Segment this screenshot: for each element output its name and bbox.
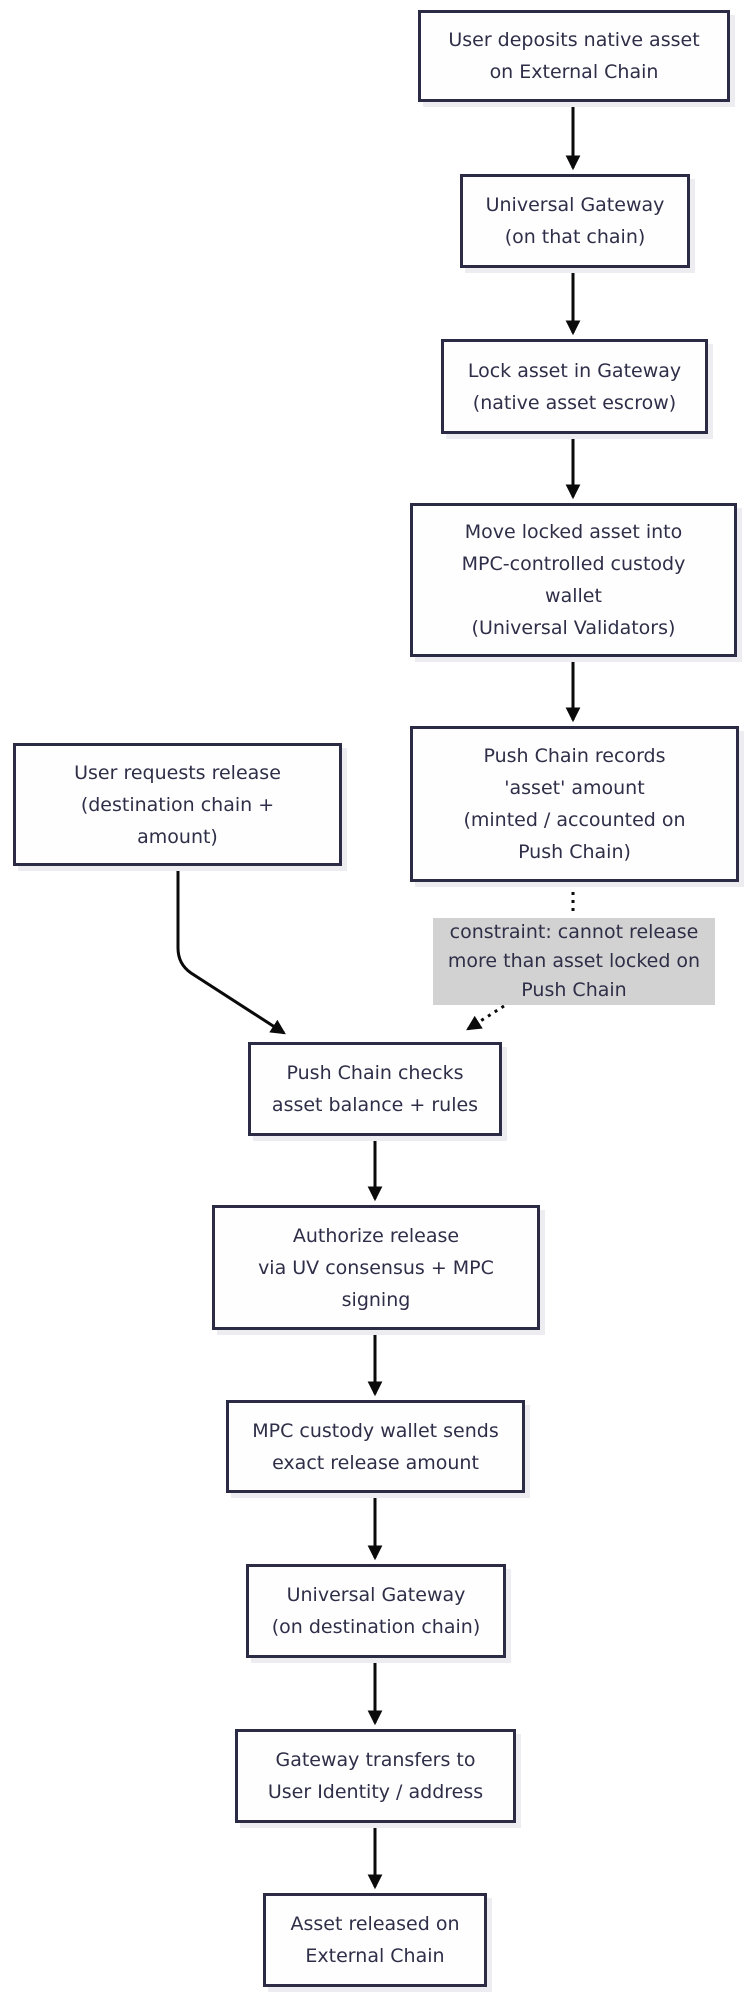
dotted-arrow-constraint-to-checks [466, 1004, 505, 1031]
flow-node-user-requests: User requests release (destination chain… [13, 743, 342, 866]
flow-node-authorize: Authorize release via UV consensus + MPC… [212, 1205, 540, 1330]
flow-node-gateway-source: Universal Gateway (on that chain) [460, 174, 690, 268]
flow-node-gateway-transfers: Gateway transfers to User Identity / add… [235, 1729, 516, 1823]
arrow-request-to-checks [176, 868, 286, 1035]
flow-node-lock-asset: Lock asset in Gateway (native asset escr… [441, 339, 708, 434]
flow-node-gateway-dest: Universal Gateway (on destination chain) [246, 1564, 506, 1658]
constraint-note: constraint: cannot release more than ass… [433, 918, 715, 1005]
flow-node-custody-wallet: Move locked asset into MPC-controlled cu… [410, 503, 737, 657]
flow-node-push-records: Push Chain records 'asset' amount (minte… [410, 726, 739, 882]
flow-node-mpc-sends: MPC custody wallet sends exact release a… [226, 1400, 525, 1493]
flow-node-push-checks: Push Chain checks asset balance + rules [248, 1042, 502, 1136]
flow-node-user-deposits: User deposits native asset on External C… [418, 10, 730, 102]
flow-node-asset-released: Asset released on External Chain [263, 1893, 487, 1987]
